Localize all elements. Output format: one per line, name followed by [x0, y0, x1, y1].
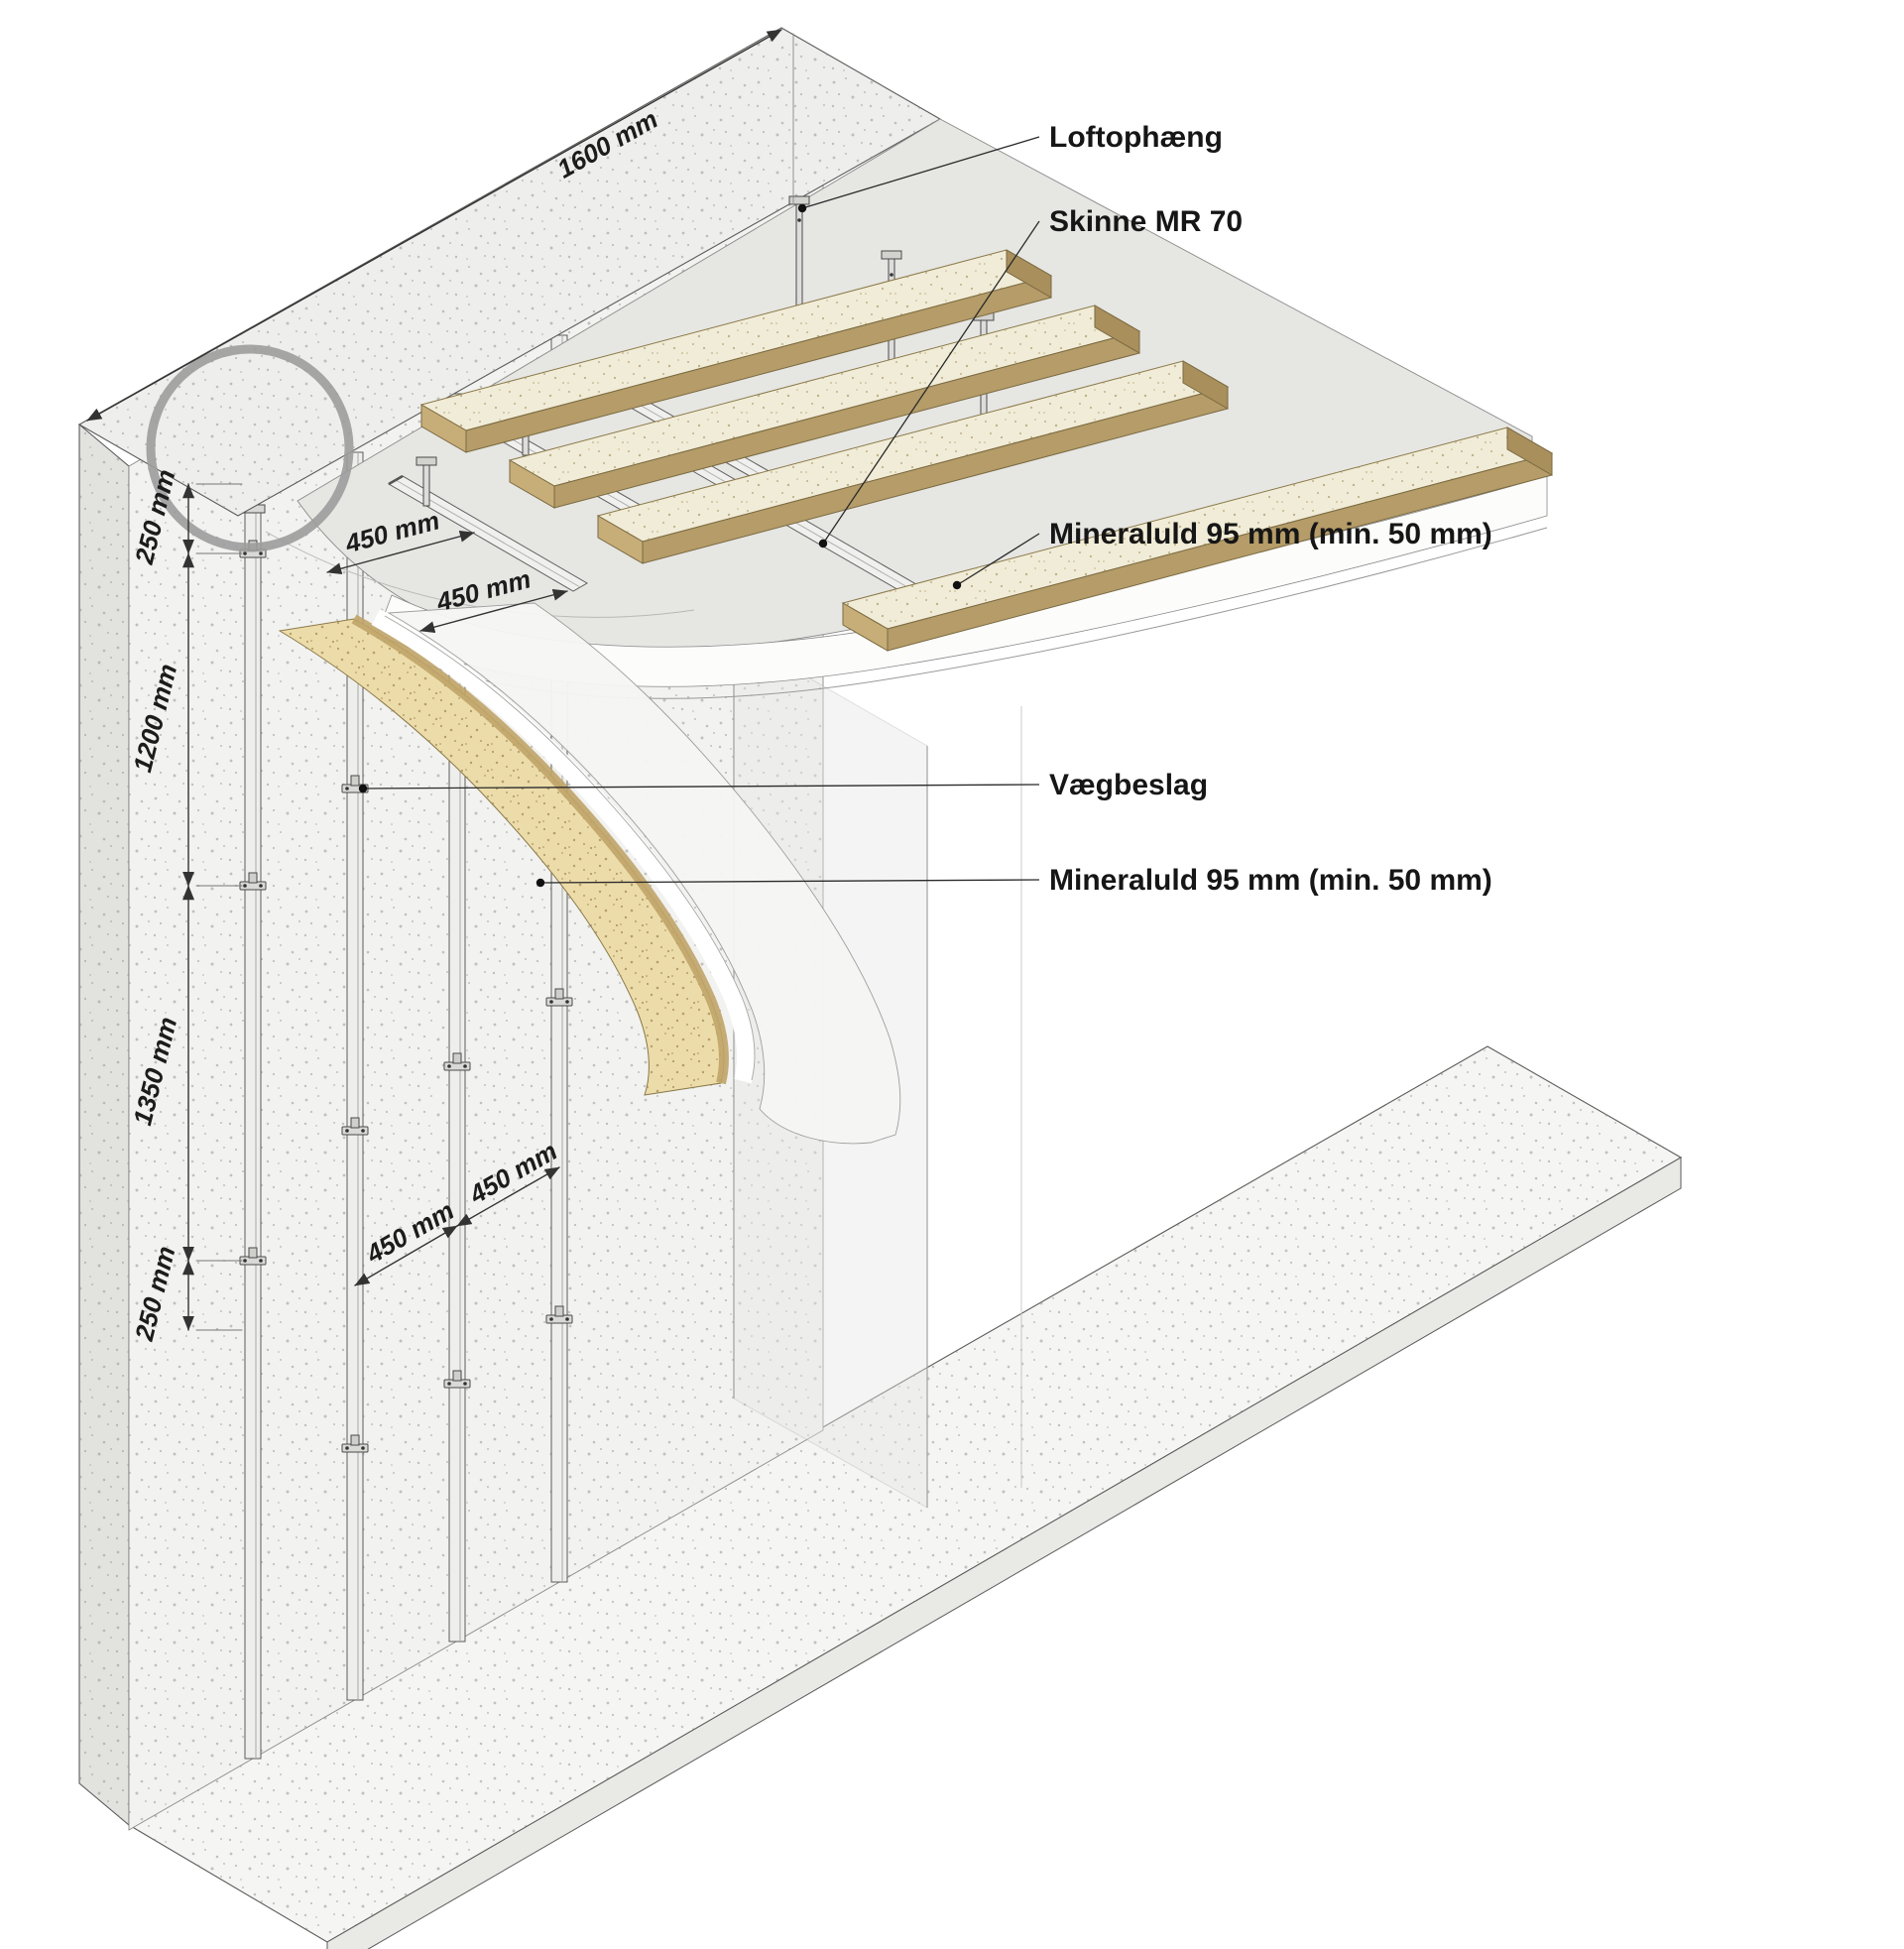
label-loftophaeng: Loftophæng	[1049, 121, 1223, 154]
leader-dot	[818, 539, 828, 548]
wall-bracket-icon	[239, 1247, 267, 1266]
wall-mineral-wool	[278, 614, 729, 1096]
wall-brackets	[239, 540, 573, 1453]
label-mineraluld-wall: Mineraluld 95 mm (min. 50 mm)	[1049, 864, 1492, 897]
floor-front-edge	[326, 1157, 1682, 1949]
wall-bracket-icon	[239, 872, 267, 891]
panel	[508, 305, 1141, 509]
dim-line-stud-450-1	[354, 1225, 458, 1286]
dim-line-stud-450-2	[456, 1166, 560, 1227]
stud	[244, 510, 262, 1760]
wall-bracket-icon	[545, 988, 573, 1007]
leader-skinne	[822, 220, 1040, 545]
leader-vaegbeslag	[362, 784, 1040, 790]
leader-dot	[797, 203, 807, 213]
mineral-wool-panels	[419, 249, 1554, 652]
wall-gypsum-board	[371, 602, 901, 1145]
floor-slab	[127, 1045, 1683, 1949]
label-mineraluld-ceiling: Mineraluld 95 mm (min. 50 mm)	[1049, 518, 1492, 550]
leader-dot	[536, 878, 545, 888]
leader-mineraluld-wall	[539, 879, 1040, 884]
panel	[596, 360, 1230, 564]
label-vaegbeslag: Vægbeslag	[1049, 769, 1208, 801]
wall-bracket-icon	[443, 1370, 471, 1389]
dim-line-rail-450-1	[326, 530, 475, 575]
wall-bracket-icon	[545, 1305, 573, 1324]
dim-line-rail-450-2	[419, 588, 568, 634]
gypsum-cut-edge	[371, 609, 755, 1084]
wall-bracket-icon	[443, 1052, 471, 1071]
wall-bracket-icon	[341, 1434, 369, 1453]
leader-mineraluld-ceiling	[956, 533, 1040, 586]
leader-dot	[358, 784, 368, 793]
label-skinne-mr70: Skinne MR 70	[1049, 205, 1243, 238]
insulation-cut-edge	[351, 614, 729, 1085]
leader-loftophaeng	[801, 136, 1040, 209]
wall-bracket-icon	[341, 1117, 369, 1136]
panel	[841, 426, 1554, 652]
ceiling-hanger-icon	[416, 456, 437, 507]
callouts: Loftophæng Skinne MR 70 Mineraluld 95 mm…	[358, 121, 1492, 897]
leader-dot	[952, 580, 962, 590]
dim-line-1600	[86, 29, 782, 422]
